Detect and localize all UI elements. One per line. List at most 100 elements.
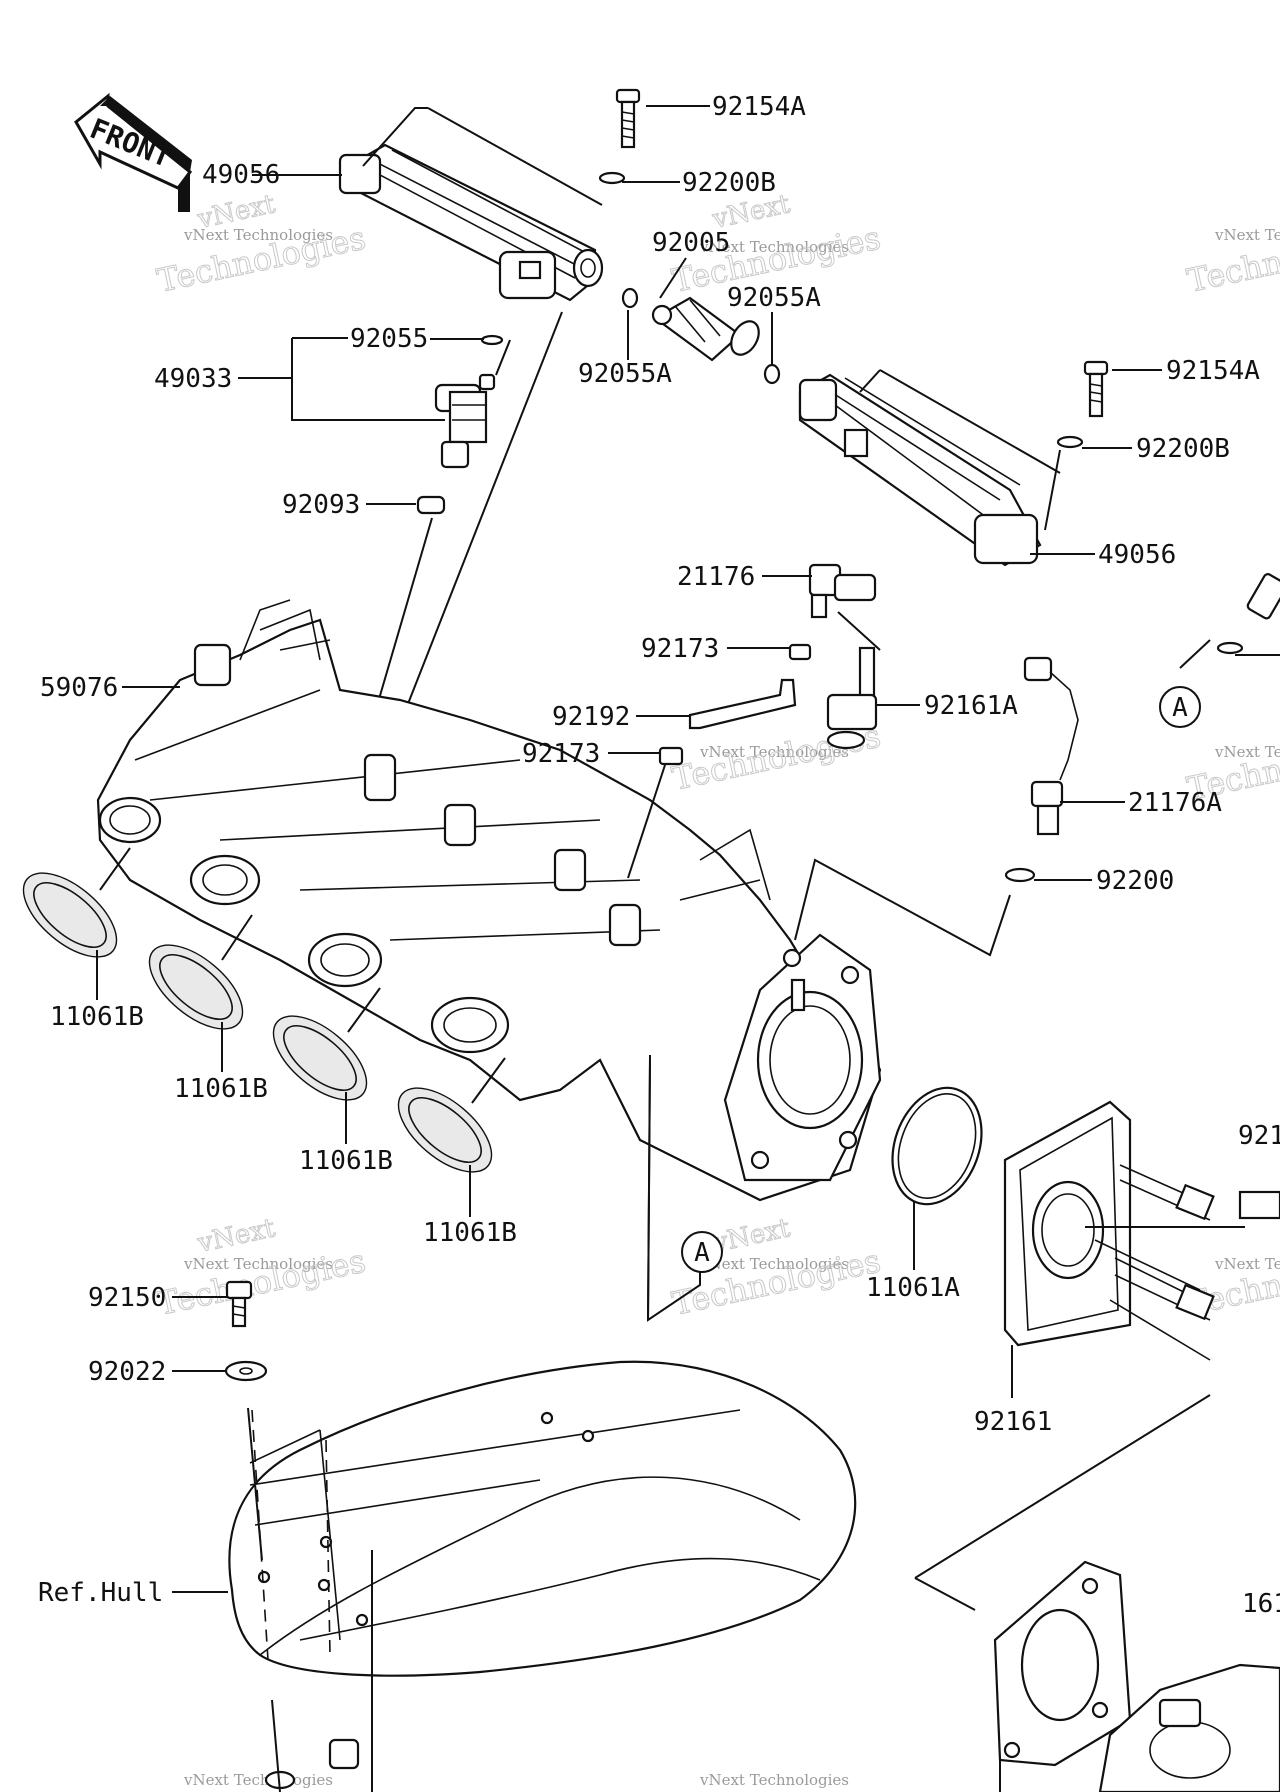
label-92055A-right: 92055A (727, 283, 821, 313)
watermark-small: vNext Technologies (699, 238, 849, 256)
label-92022: 92022 (88, 1357, 166, 1387)
leader-washer-hull (247, 1407, 263, 1561)
seal-92093 (416, 495, 446, 515)
label-21176A: 21176A (1128, 788, 1222, 818)
label-92154A-right: 92154A (1166, 356, 1260, 386)
label-11061B-2: 11061B (174, 1074, 268, 1104)
watermark-small: vNext Technologies (183, 1255, 333, 1273)
watermark-top-right: vNext Technologies Technologies (1183, 218, 1280, 300)
watermark-small: vNext Technologies (1214, 1255, 1280, 1273)
watermark-line1: vNext (194, 1213, 278, 1259)
gasket-11061B-3 (272, 1015, 368, 1101)
intake-manifold-59076 (96, 599, 882, 1202)
washer-92200 (1004, 867, 1036, 883)
throttle-body-flange (993, 1560, 1132, 1767)
watermark-small: vNext Technologies (699, 1771, 849, 1789)
injector-49033 (434, 373, 496, 469)
label-92173-bottom: 92173 (522, 739, 600, 769)
watermark-lower-left: vNext vNext Technologies Technologies (153, 1213, 369, 1324)
label-92150: 92150 (88, 1283, 166, 1313)
fuel-rail-right (798, 373, 1042, 567)
leader-injector-1 (371, 517, 433, 724)
label-92200B-right: 92200B (1136, 434, 1230, 464)
leader-gasket-1 (99, 847, 131, 891)
label-49033: 49033 (154, 364, 232, 394)
label-92154A-top: 92154A (712, 92, 806, 122)
gasket-11061B-2 (148, 944, 244, 1030)
leader-throttle-lower-2 (914, 1577, 976, 1611)
label-92093: 92093 (282, 490, 360, 520)
label-92055A-left: 92055A (578, 359, 672, 389)
callout-a-right: A (1159, 686, 1201, 728)
leader-gasket-4 (471, 1057, 506, 1104)
leader-21176-pipe (837, 611, 881, 651)
label-92005: 92005 (652, 228, 730, 258)
sensor-21176 (808, 563, 877, 619)
label-92055: 92055 (350, 324, 428, 354)
leader-92005 (659, 257, 687, 299)
clamp-92173-bottom (658, 746, 684, 766)
watermark-line2: Technologies (154, 1242, 369, 1323)
leader-hose-manifold (627, 764, 666, 879)
label-92192: 92192 (552, 702, 630, 732)
throttle-body (1098, 1663, 1280, 1792)
hull (228, 1360, 857, 1677)
label-92173-top: 92173 (641, 634, 719, 664)
leader-injector-2 (379, 311, 563, 776)
rail-left-bracket-2 (427, 107, 603, 206)
bolt-92154A-top (615, 88, 641, 149)
watermark-small: vNext Technologies (699, 743, 849, 761)
gasket-11061B-4 (397, 1087, 493, 1173)
fitting-92005 (651, 296, 760, 362)
washer-92022 (224, 1360, 268, 1382)
label-92161A: 92161A (924, 691, 1018, 721)
leader-gasket-3 (347, 987, 381, 1033)
gasket-11061B-1 (22, 872, 118, 958)
manifold-flange (723, 933, 882, 1182)
gasket-11061A (891, 1086, 983, 1206)
rail-right-bracket-2 (859, 369, 881, 393)
label-49056-left: 49056 (202, 160, 280, 190)
washer-92200B-top (598, 171, 626, 185)
watermark-small: vNext Technologies (699, 1255, 849, 1273)
callout-a-right-text: A (1172, 693, 1188, 723)
label-11061B-1: 11061B (50, 1002, 144, 1032)
watermark-small: vNext Technologies (1214, 743, 1280, 761)
rail-right-bracket (879, 369, 1061, 474)
label-11061B-4: 11061B (423, 1218, 517, 1248)
callout-a-center-text: A (694, 1238, 710, 1268)
leader-gasket-2 (221, 914, 253, 961)
washer-92200B-right (1056, 435, 1084, 449)
rail-right-leader (1044, 449, 1061, 531)
pipe-92161A (826, 646, 878, 750)
label-11061A: 11061A (866, 1273, 960, 1303)
sensor-21176A (1023, 656, 1079, 836)
rail-left-bracket (362, 107, 428, 167)
bolt-92150 (225, 1280, 253, 1328)
label-11061B-3: 11061B (299, 1146, 393, 1176)
oring-92055 (480, 334, 504, 346)
front-arrow: FRONT (74, 92, 193, 212)
label-921-edge: 921 (1238, 1121, 1280, 1151)
hull-bottom-parts (264, 1699, 360, 1792)
bolt-921-edge (1238, 1190, 1280, 1220)
watermark-small: vNext Technologies (183, 226, 333, 244)
leader-sensor-flange (794, 858, 1011, 957)
watermark-small: vNext Technologies (183, 1771, 333, 1789)
spacer-92161 (1003, 1100, 1215, 1361)
leader-49033-lower (291, 338, 445, 421)
oring-92055A-right (763, 363, 781, 385)
bolt-92154A-right (1083, 360, 1109, 418)
clamp-92173-top (788, 643, 812, 661)
right-edge-part (1216, 573, 1280, 655)
leader-a-right (1179, 639, 1211, 669)
label-161-edge: 161 (1242, 1589, 1280, 1619)
label-92200B-top: 92200B (682, 168, 776, 198)
leader-throttle-lower (914, 1394, 1211, 1579)
watermark-small: vNext Technologies (1214, 226, 1280, 244)
leader-a-center-2 (647, 1059, 651, 1321)
leader-injector-3 (495, 339, 511, 376)
oring-92055A-left (621, 287, 639, 309)
callout-a-center: A (681, 1231, 723, 1273)
